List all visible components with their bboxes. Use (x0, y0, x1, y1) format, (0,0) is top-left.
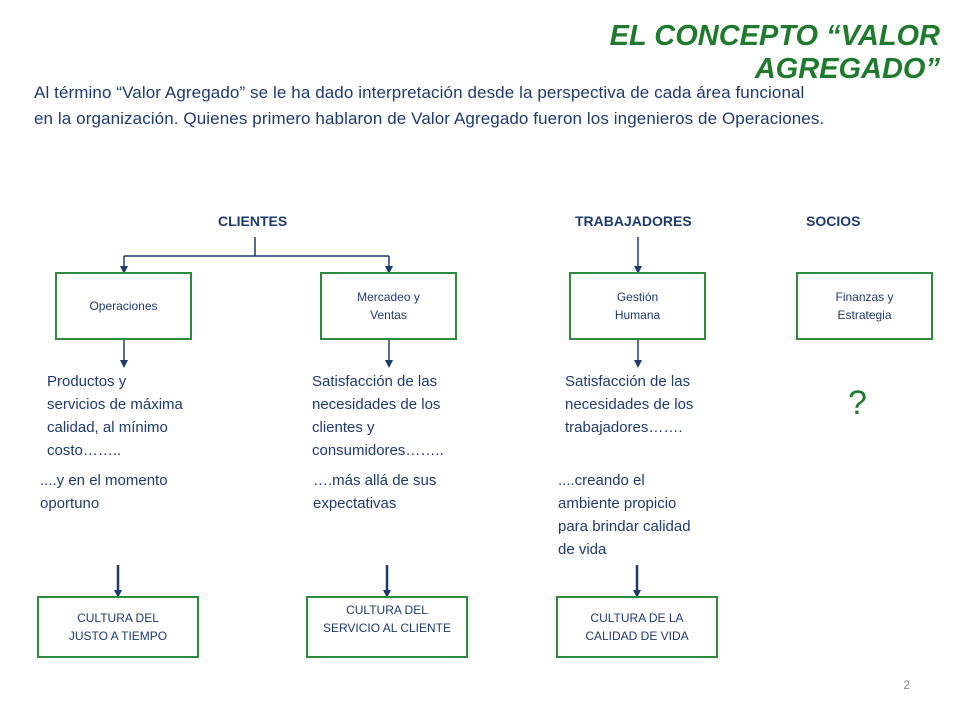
outcome-mercadeo-line: necesidades de los (312, 396, 441, 413)
area-label-mercadeo-line1: Mercadeo y (357, 290, 420, 304)
culture-calidad-line2: CALIDAD DE VIDA (585, 629, 689, 643)
area-label-finanzas-line2: Estrategia (837, 308, 892, 322)
extension-operaciones-line: ....y en el momento (40, 472, 168, 489)
outcome-operaciones-line: costo…….. (47, 442, 122, 459)
outcome-operaciones-line: Productos y (47, 373, 127, 390)
culture-box-justo-a-tiempo: CULTURA DEL JUSTO A TIEMPO (37, 596, 199, 658)
outcome-gestion-line: Satisfacción de las (565, 373, 691, 390)
extension-mercadeo: ….más allá de sus expectativas (313, 469, 436, 515)
extension-mercadeo-line: expectativas (313, 495, 397, 512)
intro-line-2: en la organización. Quienes primero habl… (34, 109, 825, 128)
outcome-operaciones-line: calidad, al mínimo (47, 419, 168, 436)
group-label-clientes: CLIENTES (218, 213, 288, 229)
culture-calidad-line1: CULTURA DE LA (590, 611, 684, 625)
extension-gestion-line: ....creando el (558, 472, 645, 489)
area-box-gestion: Gestión Humana (569, 272, 706, 340)
culture-jit-line1: CULTURA DEL (77, 611, 159, 625)
culture-servicio-line2: SERVICIO AL CLIENTE (322, 621, 452, 635)
extension-gestion-line: ambiente propicio (558, 495, 677, 512)
extension-operaciones: ....y en el momento oportuno (40, 469, 168, 515)
group-label-trabajadores: TRABAJADORES (575, 213, 692, 229)
intro-line-1: Al término “Valor Agregado” se le ha dad… (34, 83, 805, 102)
area-box-operaciones: Operaciones (55, 272, 192, 340)
intro-paragraph: Al término “Valor Agregado” se le ha dad… (34, 80, 924, 132)
extension-gestion: ....creando el ambiente propicio para br… (558, 469, 691, 561)
extension-operaciones-line: oportuno (40, 495, 100, 512)
culture-box-calidad-de-vida: CULTURA DE LA CALIDAD DE VIDA (556, 596, 718, 658)
outcome-mercadeo-line: clientes y (312, 419, 375, 436)
culture-box-servicio-al-cliente: CULTURA DEL SERVICIO AL CLIENTE (306, 596, 468, 658)
area-label-gestion-line2: Humana (614, 308, 661, 322)
area-box-finanzas: Finanzas y Estrategia (796, 272, 933, 340)
outcome-operaciones-line: servicios de máxima (47, 396, 183, 413)
page-number: 2 (903, 678, 910, 692)
extension-gestion-line: de vida (558, 541, 607, 558)
outcome-finanzas-question-mark: ? (848, 384, 867, 422)
culture-jit-line2: JUSTO A TIEMPO (68, 629, 168, 643)
extension-gestion-line: para brindar calidad (558, 518, 691, 535)
area-box-mercadeo: Mercadeo y Ventas (320, 272, 457, 340)
outcome-gestion-line: necesidades de los (565, 396, 694, 413)
extension-mercadeo-line: ….más allá de sus (313, 472, 437, 489)
area-label-gestion-line1: Gestión (616, 290, 659, 304)
outcome-mercadeo-line: Satisfacción de las (312, 373, 438, 390)
slide-title: EL CONCEPTO “VALOR AGREGADO” (609, 20, 940, 85)
outcome-mercadeo: Satisfacción de las necesidades de los c… (312, 370, 444, 462)
area-label-finanzas-line1: Finanzas y (835, 290, 894, 304)
outcome-operaciones: Productos y servicios de máxima calidad,… (47, 370, 183, 462)
group-label-socios: SOCIOS (806, 213, 861, 229)
outcome-gestion-line: trabajadores……. (565, 419, 683, 436)
area-label-mercadeo-line2: Ventas (370, 308, 407, 322)
outcome-gestion: Satisfacción de las necesidades de los t… (565, 370, 693, 439)
area-label-operaciones: Operaciones (89, 299, 158, 313)
outcome-mercadeo-line: consumidores…….. (312, 442, 444, 459)
culture-servicio-line1: CULTURA DEL (346, 603, 428, 617)
